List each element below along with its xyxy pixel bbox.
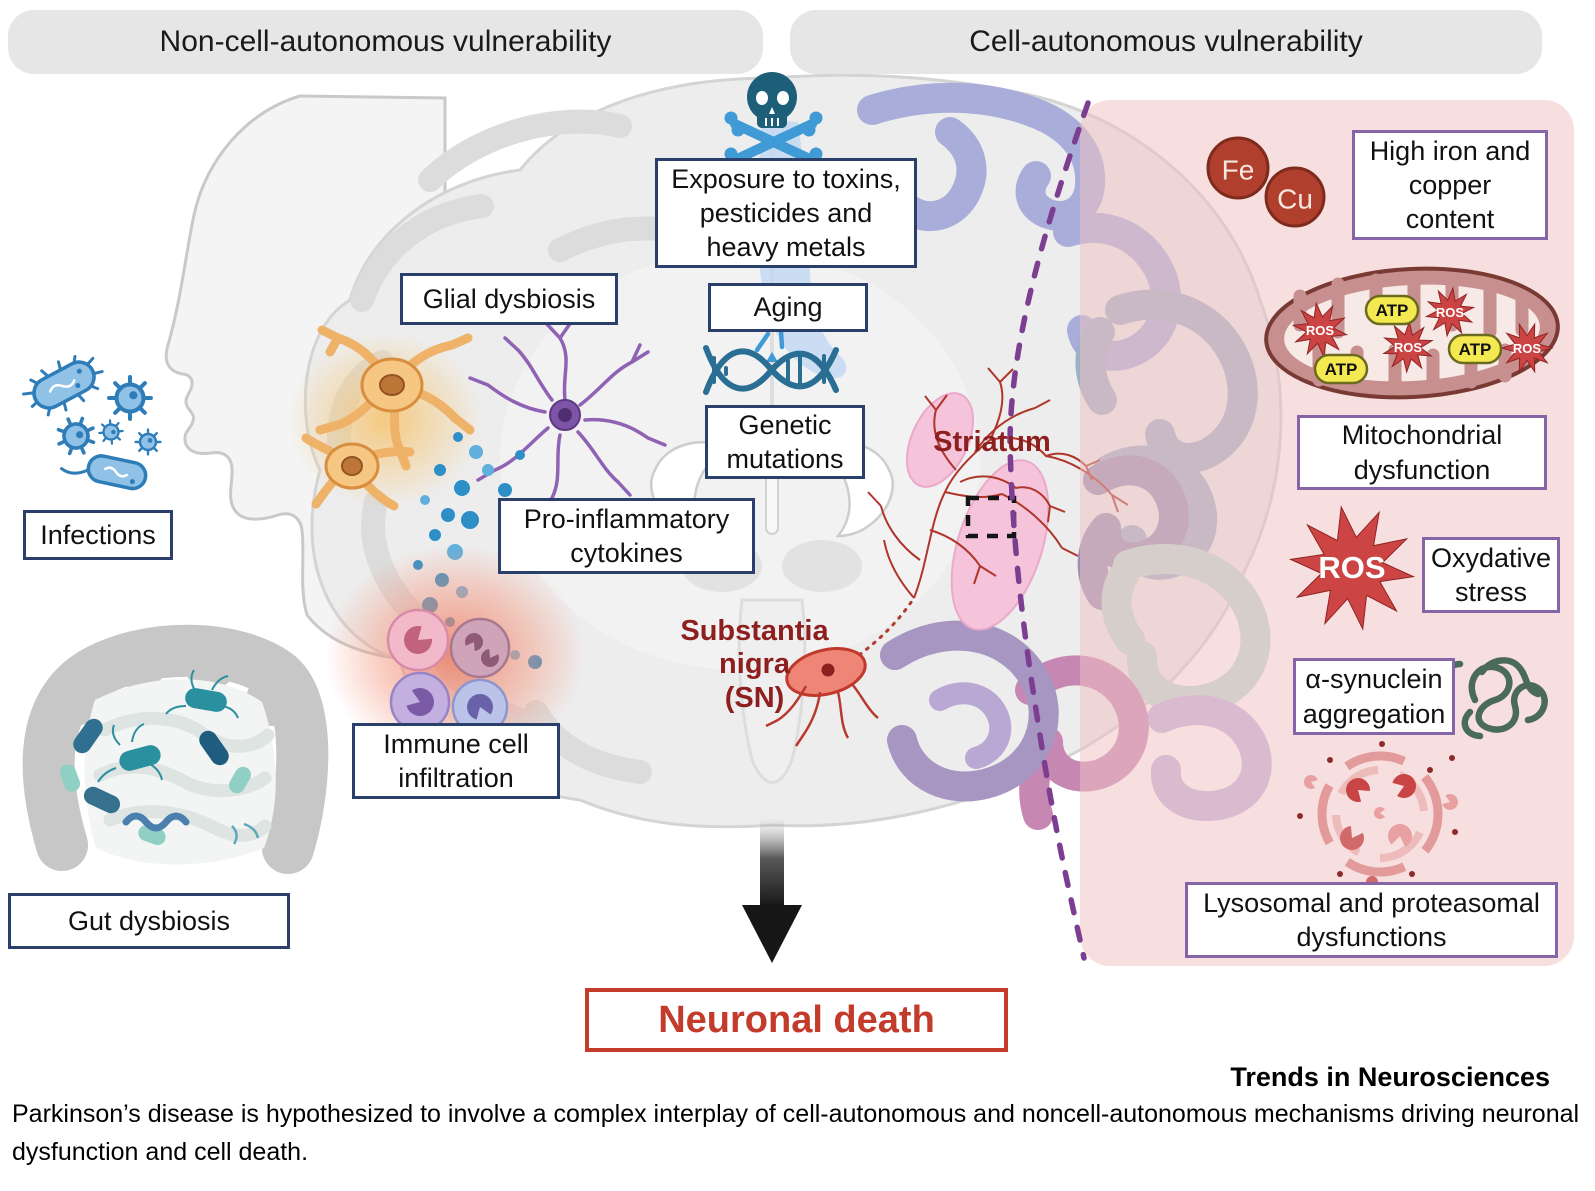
mitochondrion-icon: ROS ROS ROS ROS ATP ATP ATP [1264,266,1561,400]
genetic-mutations-label: Genetic mutations [726,409,844,474]
aging-label: Aging [753,292,823,323]
ros-starburst-icon: ROS [1282,501,1421,635]
mitochondrial-box: Mitochondrial dysfunction [1297,415,1547,490]
cu-label: Cu [1277,184,1313,215]
atp-icons: ATP ATP ATP [1313,294,1503,385]
aging-box: Aging [708,283,868,332]
hemisphere-divider-line [1007,100,1091,961]
ros-label: ROS [1436,305,1465,320]
ros-label: ROS [1394,340,1423,355]
lysosome-proteasome-icon [1297,741,1461,890]
gut-icon [22,624,329,874]
dna-helix-icon [703,345,839,395]
exposure-box: Exposure to toxins, pesticides and heavy… [655,158,917,268]
atp-label: ATP [1325,360,1358,379]
atp-label: ATP [1376,301,1409,320]
genetic-mutations-box: Genetic mutations [705,405,865,479]
cytokines-box: Pro-inflammatory cytokines [498,498,755,574]
atp-label: ATP [1459,340,1492,359]
ros-small-icons: ROS ROS ROS ROS [1289,281,1552,376]
microglia-cell-icon [468,316,667,514]
header-left-label: Non-cell-autonomous vulnerability [159,25,612,58]
ros-label: ROS [1306,323,1335,338]
down-arrow-icon [742,818,802,963]
exposure-label: Exposure to toxins, pesticides and heavy… [671,163,901,263]
neuronal-death-box: Neuronal death [585,988,1008,1052]
journal-name: Trends in Neurosciences [1230,1062,1550,1092]
figure-caption: Parkinson’s disease is hypothesized to i… [12,1100,1580,1166]
synuclein-box: α-synuclein aggregation [1293,658,1455,735]
immune-cells-icon [325,545,585,765]
mitochondrial-label: Mitochondrial dysfunction [1341,420,1503,485]
infections-box: Infections [23,510,173,560]
synuclein-label: α-synuclein aggregation [1302,664,1446,729]
striatum-region [905,392,1050,631]
bacteria-virus-icons [22,355,162,491]
oxidative-stress-box: Oxydative stress [1422,537,1560,613]
neuronal-death-label: Neuronal death [658,998,935,1041]
ros-label: ROS [1513,341,1542,356]
header-non-cell-autonomous: Non-cell-autonomous vulnerability [8,10,763,74]
infections-label: Infections [40,519,156,550]
high-iron-box: High iron and copper content [1352,130,1548,240]
lysosomal-label: Lysosomal and proteasomal dysfunctions [1203,887,1540,952]
fe-label: Fe [1222,155,1255,186]
header-cell-autonomous: Cell-autonomous vulnerability [790,10,1542,74]
astrocyte-cell-icon [287,325,483,511]
high-iron-label: High iron and copper content [1369,135,1531,235]
gut-dysbiosis-box: Gut dysbiosis [8,893,290,949]
striatum-label: Striatum [933,426,1051,458]
header-right-label: Cell-autonomous vulnerability [969,25,1363,58]
ros-big-label: ROS [1318,550,1385,585]
glial-dysbiosis-label: Glial dysbiosis [422,283,596,314]
cytokines-label: Pro-inflammatory cytokines [523,503,730,568]
oxidative-stress-label: Oxydative stress [1430,542,1552,607]
skull-crossbones-icon [724,72,823,173]
iron-copper-icon: Fe Cu [1206,136,1326,228]
substantia-nigra-label: Substantia nigra (SN) [680,615,829,714]
glial-dysbiosis-box: Glial dysbiosis [400,273,618,325]
gut-bacteria-icon [59,669,260,846]
immune-infiltration-box: Immune cell infiltration [352,723,560,799]
gut-dysbiosis-label: Gut dysbiosis [67,905,231,936]
lysosomal-box: Lysosomal and proteasomal dysfunctions [1185,882,1558,958]
immune-infiltration-label: Immune cell infiltration [383,728,529,793]
